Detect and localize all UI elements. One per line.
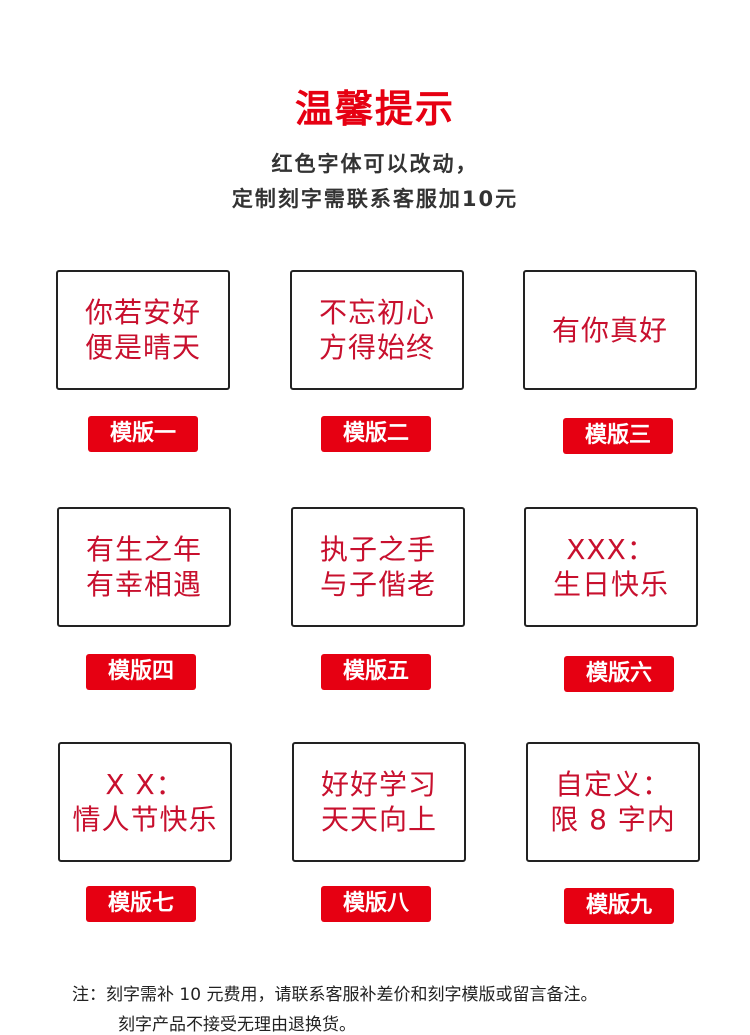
template-box-3: 有你真好	[523, 270, 697, 390]
subtitle-line-1: 红色字体可以改动，	[271, 152, 479, 176]
template-label-6[interactable]: 模版六	[564, 656, 674, 692]
template-label-8[interactable]: 模版八	[321, 886, 431, 922]
template-7-line-2: 情人节快乐	[72, 803, 218, 836]
template-box-5: 执子之手 与子偕老	[291, 507, 465, 627]
template-box-4: 有生之年 有幸相遇	[57, 507, 231, 627]
template-6-line-2: 生日快乐	[552, 568, 669, 601]
note-line-1: 注：刻字需补 10 元费用，请联系客服补差价和刻字模版或留言备注。	[72, 985, 598, 1005]
template-label-9[interactable]: 模版九	[564, 888, 674, 924]
template-8-line-2: 天天向上	[320, 803, 437, 836]
template-7-line-1: X X：	[105, 768, 185, 801]
template-8-line-1: 好好学习	[320, 768, 437, 801]
template-4-line-1: 有生之年	[85, 533, 202, 566]
template-3-line-1: 有你真好	[551, 313, 668, 347]
template-box-7: X X： 情人节快乐	[58, 742, 232, 862]
template-label-5[interactable]: 模版五	[321, 654, 431, 690]
template-label-1[interactable]: 模版一	[88, 416, 198, 452]
template-1-line-1: 你若安好	[84, 296, 201, 329]
note-line-2: 刻字产品不接受无理由退换货。	[118, 1015, 356, 1035]
template-2-line-2: 方得始终	[318, 331, 435, 364]
template-5-line-2: 与子偕老	[319, 568, 436, 601]
template-label-4[interactable]: 模版四	[86, 654, 196, 690]
template-1-line-2: 便是晴天	[84, 331, 201, 364]
template-box-8: 好好学习 天天向上	[292, 742, 466, 862]
template-label-3[interactable]: 模版三	[563, 418, 673, 454]
template-box-6: XXX： 生日快乐	[524, 507, 698, 627]
template-9-line-1: 自定义：	[554, 768, 671, 801]
template-2-line-1: 不忘初心	[318, 296, 435, 329]
template-box-2: 不忘初心 方得始终	[290, 270, 464, 390]
template-9-line-2: 限 8 字内	[550, 803, 676, 836]
template-label-2[interactable]: 模版二	[321, 416, 431, 452]
template-5-line-1: 执子之手	[319, 533, 436, 566]
subtitle-line-2: 定制刻字需联系客服加10元	[231, 187, 519, 211]
template-box-9: 自定义： 限 8 字内	[526, 742, 700, 862]
template-box-1: 你若安好 便是晴天	[56, 270, 230, 390]
template-6-line-1: XXX：	[566, 533, 656, 566]
template-label-7[interactable]: 模版七	[86, 886, 196, 922]
page-title: 温馨提示	[294, 87, 455, 131]
template-4-line-2: 有幸相遇	[85, 568, 202, 601]
